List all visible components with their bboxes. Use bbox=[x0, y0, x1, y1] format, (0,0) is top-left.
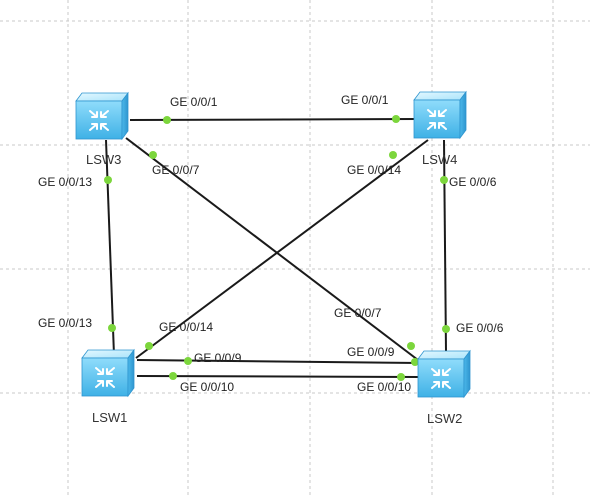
switch-lsw3[interactable] bbox=[75, 91, 129, 141]
port-labels: GE 0/0/1 GE 0/0/1 GE 0/0/13 GE 0/0/13 GE… bbox=[38, 93, 504, 394]
switch-lsw4[interactable] bbox=[413, 90, 467, 140]
port-dot[interactable] bbox=[149, 151, 157, 159]
switch-lsw2[interactable] bbox=[417, 349, 471, 399]
device-label-lsw1: LSW1 bbox=[92, 410, 127, 425]
switch-icon bbox=[417, 349, 471, 399]
port-dot[interactable] bbox=[169, 372, 177, 380]
device-label-lsw4: LSW4 bbox=[422, 152, 457, 167]
switch-icon bbox=[413, 90, 467, 140]
port-label: GE 0/0/1 bbox=[341, 93, 389, 107]
port-label: GE 0/0/6 bbox=[449, 175, 497, 189]
link-lsw1-lsw2-a[interactable] bbox=[136, 359, 421, 364]
port-dot[interactable] bbox=[163, 116, 171, 124]
port-label: GE 0/0/13 bbox=[38, 175, 92, 189]
port-label: GE 0/0/9 bbox=[347, 345, 395, 359]
port-dot[interactable] bbox=[145, 342, 153, 350]
port-dot[interactable] bbox=[389, 151, 397, 159]
port-dot[interactable] bbox=[184, 357, 192, 365]
device-labels: LSW3 LSW4 LSW1 LSW2 bbox=[86, 152, 462, 426]
link-lsw3-lsw2[interactable] bbox=[125, 137, 419, 361]
port-dot[interactable] bbox=[392, 115, 400, 123]
switch-lsw1[interactable] bbox=[81, 348, 135, 398]
port-dot[interactable] bbox=[442, 325, 450, 333]
switch-icon bbox=[81, 348, 135, 398]
device-label-lsw3: LSW3 bbox=[86, 152, 121, 167]
link-lsw4-lsw2[interactable] bbox=[443, 139, 447, 353]
port-label: GE 0/0/9 bbox=[194, 351, 242, 365]
switches-layer bbox=[75, 90, 471, 399]
port-label: GE 0/0/7 bbox=[152, 163, 200, 177]
link-lsw3-lsw4[interactable] bbox=[129, 118, 419, 121]
port-label: GE 0/0/1 bbox=[170, 95, 218, 109]
port-dot[interactable] bbox=[411, 358, 419, 366]
port-label: GE 0/0/10 bbox=[180, 380, 234, 394]
link-lsw1-lsw2-b[interactable] bbox=[136, 375, 421, 378]
port-dot[interactable] bbox=[407, 342, 415, 350]
switch-icon bbox=[75, 91, 129, 141]
port-label: GE 0/0/13 bbox=[38, 316, 92, 330]
port-dot[interactable] bbox=[397, 373, 405, 381]
port-dots bbox=[104, 115, 450, 381]
port-label: GE 0/0/7 bbox=[334, 306, 382, 320]
port-label: GE 0/0/10 bbox=[357, 380, 411, 394]
port-label: GE 0/0/14 bbox=[347, 163, 401, 177]
link-lsw4-lsw1[interactable] bbox=[135, 139, 429, 359]
link-lsw3-lsw1[interactable] bbox=[105, 139, 115, 356]
port-dot[interactable] bbox=[104, 176, 112, 184]
port-label: GE 0/0/6 bbox=[456, 321, 504, 335]
port-label: GE 0/0/14 bbox=[159, 320, 213, 334]
port-dot[interactable] bbox=[440, 176, 448, 184]
port-dot[interactable] bbox=[108, 324, 116, 332]
device-label-lsw2: LSW2 bbox=[427, 411, 462, 426]
